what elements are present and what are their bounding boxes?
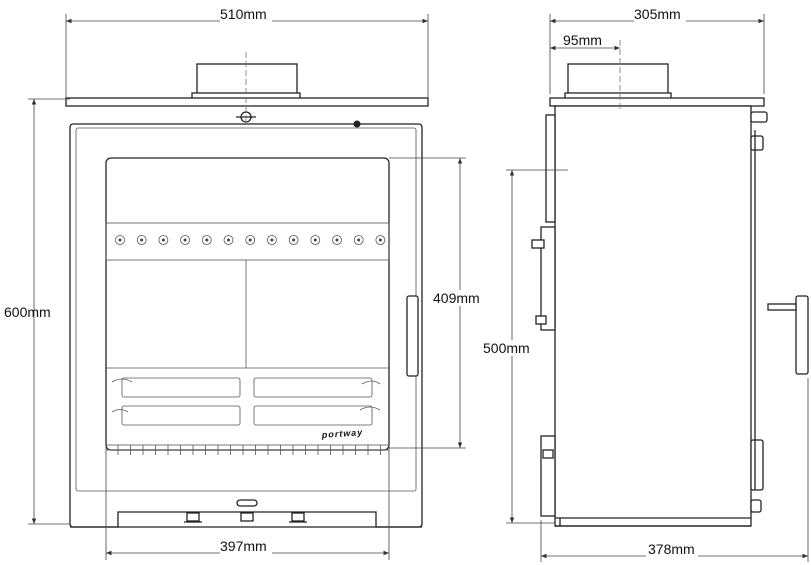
- airwash-hole-icon: [288, 235, 299, 245]
- ashpan-handle: [236, 499, 258, 507]
- airwash-hole-icon: [353, 235, 364, 245]
- front-flue-collar: [196, 63, 298, 95]
- side-front-fixtures: [750, 111, 768, 513]
- airwash-hole-icon: [245, 235, 256, 245]
- label-side-depth: 305mm: [634, 6, 681, 22]
- side-rear-fixtures: [531, 114, 556, 517]
- front-feet: [184, 512, 307, 523]
- front-view: portway: [65, 52, 429, 528]
- brand-logo: portway: [320, 427, 363, 440]
- airwash-hole-icon: [115, 235, 125, 245]
- side-door-handle: [795, 295, 809, 375]
- side-top-plate: [549, 97, 765, 107]
- side-body: [554, 105, 752, 527]
- front-grate-strip: [105, 444, 390, 451]
- airwash-hole-icon: [201, 235, 212, 245]
- airwash-hole-icon: [332, 235, 342, 245]
- airwash-hole-icon: [266, 235, 277, 245]
- side-view: [531, 40, 809, 527]
- airwash-band: [105, 222, 390, 261]
- airwash-hole-icon: [310, 235, 321, 245]
- label-flue-offset: 95mm: [563, 32, 602, 48]
- label-overall-height: 600mm: [4, 304, 51, 320]
- airwash-hole-icon: [375, 235, 386, 245]
- grate-ticks: [117, 445, 381, 455]
- dimension-labels: 510mm 600mm 409mm 397mm 305mm 95mm 500mm…: [4, 6, 698, 558]
- door-handle: [406, 295, 419, 377]
- airwash-hole-icon: [136, 235, 147, 245]
- label-front-width: 510mm: [220, 6, 267, 22]
- front-base: [70, 511, 422, 528]
- label-flue-center-height: 500mm: [483, 340, 530, 356]
- label-overall-depth: 378mm: [648, 541, 695, 557]
- front-top-plate: [65, 97, 429, 107]
- airwash-hole-icon: [158, 235, 169, 245]
- riddle-knob-icon: [353, 120, 361, 128]
- logs: [111, 377, 381, 426]
- airwash-hole-icon: [223, 235, 234, 245]
- side-flue-collar: [567, 63, 669, 95]
- label-base-width: 397mm: [220, 538, 267, 554]
- airwash-holes: [115, 235, 386, 245]
- airwash-hole-icon: [180, 235, 191, 245]
- label-glass-height: 409mm: [433, 290, 480, 306]
